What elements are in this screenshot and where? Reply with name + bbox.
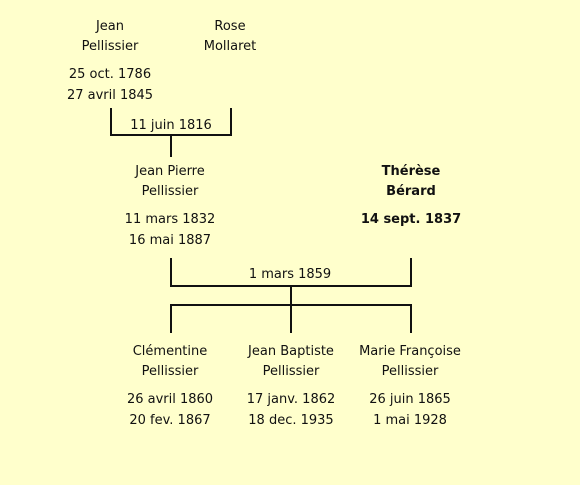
union-date-1816: 11 juin 1816 bbox=[130, 118, 212, 133]
person-rose-mollaret[interactable]: Rose Mollaret bbox=[160, 17, 300, 64]
person-jean-baptiste-pellissier[interactable]: Jean Baptiste Pellissier 17 janv. 1862 1… bbox=[221, 342, 361, 431]
person-jean-pellissier[interactable]: Jean Pellissier 25 oct. 1786 27 avril 18… bbox=[40, 17, 180, 106]
person-dates: 11 mars 1832 16 mai 1887 bbox=[124, 212, 216, 248]
person-clementine-pellissier[interactable]: Clémentine Pellissier 26 avril 1860 20 f… bbox=[100, 342, 240, 431]
person-dates: 26 juin 1865 1 mai 1928 bbox=[369, 392, 451, 428]
person-marie-francoise-pellissier[interactable]: Marie Françoise Pellissier 26 juin 1865 … bbox=[340, 342, 480, 431]
person-dates: 25 oct. 1786 27 avril 1845 bbox=[66, 67, 154, 103]
person-jean-pierre-pellissier[interactable]: Jean Pierre Pellissier 11 mars 1832 16 m… bbox=[100, 162, 240, 251]
person-name: Jean Pierre Pellissier bbox=[135, 164, 205, 199]
person-name: Thérèse Bérard bbox=[381, 164, 441, 199]
person-name: Jean Baptiste Pellissier bbox=[248, 344, 334, 379]
person-name: Marie Françoise Pellissier bbox=[359, 344, 461, 379]
person-name: Jean Pellissier bbox=[81, 19, 139, 54]
person-name: Clémentine Pellissier bbox=[132, 344, 208, 379]
person-therese-berard[interactable]: Thérèse Bérard 14 sept. 1837 bbox=[341, 162, 481, 230]
person-dates: 14 sept. 1837 bbox=[360, 212, 462, 227]
person-dates: 26 avril 1860 20 fev. 1867 bbox=[126, 392, 214, 428]
union-date-1859: 1 mars 1859 bbox=[248, 267, 332, 282]
person-dates: 17 janv. 1862 18 dec. 1935 bbox=[246, 392, 336, 428]
person-name: Rose Mollaret bbox=[203, 19, 257, 54]
